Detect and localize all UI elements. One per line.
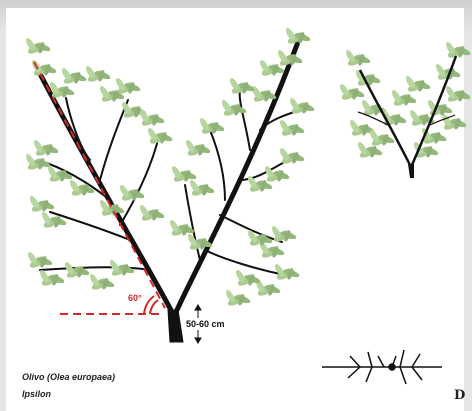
angle-label: 60° xyxy=(128,293,142,303)
form-caption: Ipsilon xyxy=(22,389,51,399)
trunk xyxy=(168,310,183,342)
main-tree-foliage xyxy=(24,27,315,308)
species-caption: Olivo (Olea europaea) xyxy=(22,372,115,382)
angle-arc xyxy=(150,300,158,314)
reference-tree xyxy=(338,41,471,178)
trunk-height-label: 50-60 cm xyxy=(186,319,225,329)
panel-letter: D xyxy=(454,388,465,403)
top-view-plan xyxy=(322,350,442,384)
